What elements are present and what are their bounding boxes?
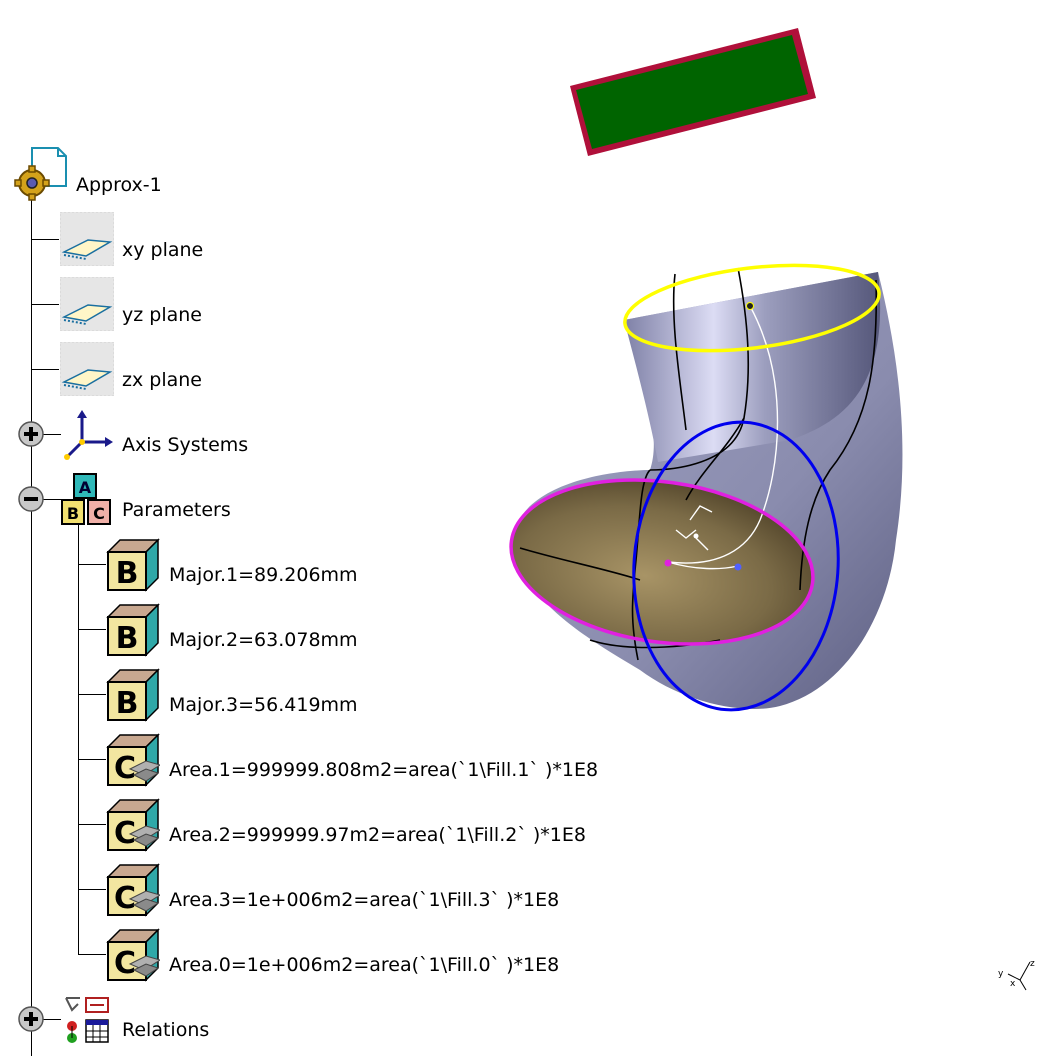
- length-parameter-icon: B: [106, 603, 160, 657]
- tree-connector: [31, 499, 61, 500]
- parameter-label: Area.2=999999.97m2=area(`1\Fill.2` )*1E8: [169, 824, 586, 846]
- tree-connector: [78, 629, 106, 630]
- tree-connector: [78, 694, 106, 695]
- tree-connector: [78, 824, 106, 825]
- tree-node-label: zx plane: [122, 369, 202, 391]
- svg-text:B: B: [116, 556, 139, 591]
- svg-text:y: y: [998, 969, 1004, 979]
- tree-connector: [78, 759, 106, 760]
- top-section-ellipse[interactable]: [620, 253, 884, 364]
- svg-text:B: B: [67, 504, 79, 523]
- elbow-surface[interactable]: [500, 253, 903, 717]
- tree-node-label: xy plane: [122, 239, 204, 261]
- tree-connector: [31, 1019, 61, 1020]
- expand-plus-icon[interactable]: [17, 420, 45, 448]
- svg-text:A: A: [79, 478, 92, 497]
- parameter-label: Area.1=999999.808m2=area(`1\Fill.1` )*1E…: [169, 759, 599, 781]
- tree-connector: [31, 369, 59, 370]
- area-parameter-icon: C: [106, 928, 160, 982]
- tree-connector: [78, 954, 106, 955]
- svg-text:C: C: [114, 751, 136, 786]
- blue-section-ellipse[interactable]: [624, 415, 848, 717]
- tree-node-label: Axis Systems: [122, 434, 249, 456]
- svg-text:C: C: [93, 504, 105, 523]
- axis-system-icon: [64, 410, 113, 460]
- compass-axis-icon[interactable]: z y x: [998, 959, 1035, 991]
- svg-text:x: x: [1010, 979, 1016, 989]
- tree-connector: [78, 889, 106, 890]
- parameter-label: Area.3=1e+006m2=area(`1\Fill.3` )*1E8: [169, 889, 560, 911]
- svg-text:B: B: [116, 621, 139, 656]
- collapse-minus-icon[interactable]: [17, 485, 45, 513]
- parameter-label: Major.2=63.078mm: [169, 629, 358, 651]
- tree-connector: [31, 304, 59, 305]
- svg-text:C: C: [114, 946, 136, 981]
- expand-plus-icon[interactable]: [17, 1005, 45, 1033]
- green-rectangle-feature[interactable]: [570, 28, 816, 156]
- area-parameter-icon: C: [106, 733, 160, 787]
- area-parameter-icon: C: [106, 863, 160, 917]
- part-gear-icon: [14, 147, 67, 201]
- tree-node-root-label: Approx-1: [76, 174, 162, 196]
- 3d-viewport[interactable]: z y x: [490, 0, 1060, 1056]
- plane-icon: [60, 342, 114, 396]
- tree-node-label: yz plane: [122, 304, 202, 326]
- svg-text:B: B: [116, 686, 139, 721]
- parameters-branch-line: [78, 522, 79, 955]
- tree-connector: [31, 239, 59, 240]
- plane-icon: [60, 277, 114, 331]
- plane-icon: [60, 212, 114, 266]
- parameter-label: Major.1=89.206mm: [169, 564, 358, 586]
- length-parameter-icon: B: [106, 538, 160, 592]
- magenta-section-ellipse[interactable]: [500, 462, 823, 663]
- svg-text:z: z: [1030, 959, 1035, 969]
- relations-icon: [65, 997, 109, 1043]
- tree-node-label: Relations: [122, 1019, 210, 1041]
- tree-connector: [31, 434, 61, 435]
- 3d-model-view[interactable]: z y x: [490, 0, 1060, 1056]
- area-parameter-icon: C: [106, 798, 160, 852]
- parameter-label: Area.0=1e+006m2=area(`1\Fill.0` )*1E8: [169, 954, 560, 976]
- svg-text:C: C: [114, 881, 136, 916]
- tree-node-label: Parameters: [122, 499, 231, 521]
- parameters-abc-icon: A B C: [61, 473, 111, 525]
- svg-text:C: C: [114, 816, 136, 851]
- length-parameter-icon: B: [106, 668, 160, 722]
- parameter-label: Major.3=56.419mm: [169, 694, 358, 716]
- tree-connector: [78, 564, 106, 565]
- tree-trunk-line: [31, 196, 32, 1056]
